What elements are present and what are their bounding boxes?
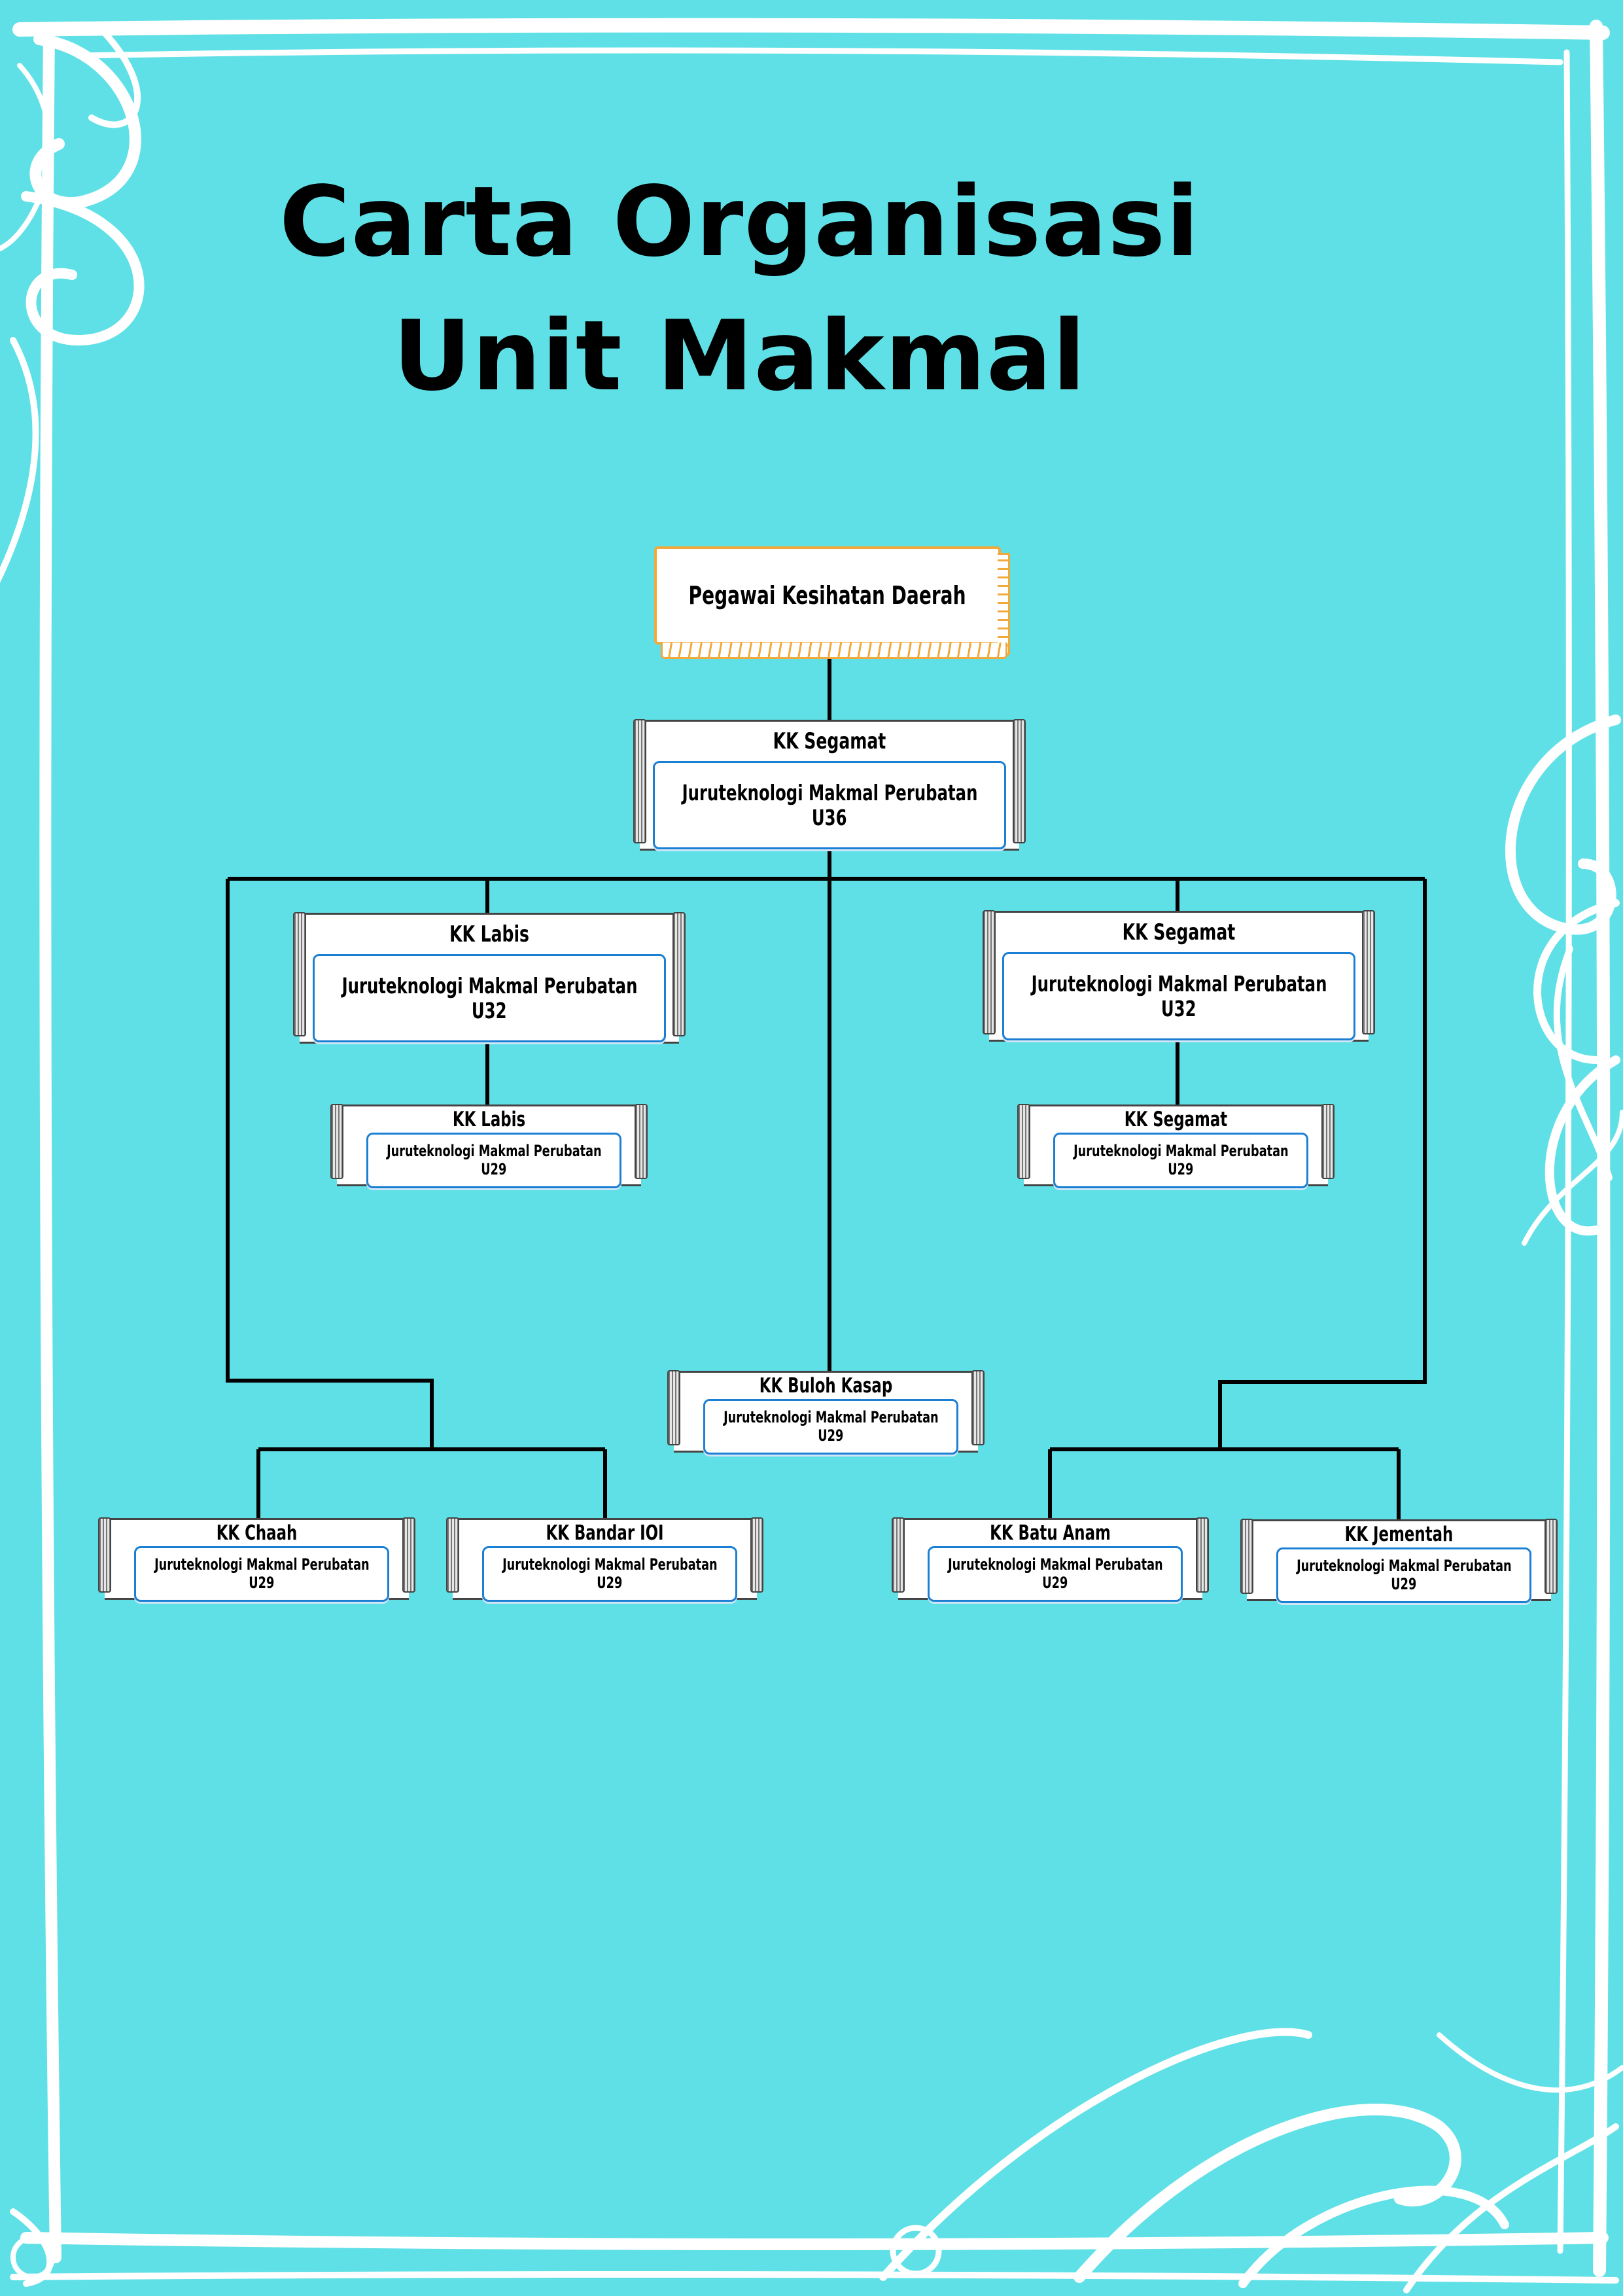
node-segamat-u36: KK Segamat Juruteknologi Makmal Perubata… [633, 719, 1026, 851]
node-location: KK Bandar IOI [546, 1521, 664, 1545]
node-grade: U29 [249, 1573, 275, 1592]
node-jementah: KK Jementah Juruteknologi Makmal Perubat… [1240, 1519, 1558, 1603]
node-role-box: Juruteknologi Makmal Perubatan U29 [1276, 1547, 1531, 1603]
node-location: KK Labis [449, 921, 530, 947]
node-buloh-kasap: KK Buloh Kasap Juruteknologi Makmal Peru… [667, 1370, 985, 1455]
node-location: KK Batu Anam [990, 1521, 1111, 1545]
connector-left-branch [226, 879, 434, 1449]
node-grade: U29 [1168, 1159, 1194, 1178]
node-role: Juruteknologi Makmal Perubatan [1073, 1141, 1289, 1160]
node-role-box: Juruteknologi Makmal Perubatan U32 [1002, 952, 1355, 1040]
node-chaah: KK Chaah Juruteknologi Makmal Perubatan … [98, 1517, 415, 1602]
node-role-box: Juruteknologi Makmal Perubatan U29 [1053, 1133, 1308, 1188]
node-role-box: Juruteknologi Makmal Perubatan U29 [134, 1546, 389, 1602]
node-grade: U29 [818, 1426, 844, 1445]
node-grade: U32 [1161, 995, 1196, 1021]
node-location: KK Segamat [773, 728, 886, 754]
node-role-box: Juruteknologi Makmal Perubatan U29 [366, 1133, 621, 1188]
node-role: Juruteknologi Makmal Perubatan [723, 1407, 939, 1426]
node-location: KK Buloh Kasap [759, 1374, 893, 1398]
node-grade: U29 [1042, 1573, 1068, 1592]
node-location: KK Segamat [1122, 919, 1236, 945]
page-title-line2: Unit Makmal [393, 300, 1087, 412]
node-role-box: Juruteknologi Makmal Perubatan U32 [313, 954, 666, 1042]
node-role: Juruteknologi Makmal Perubatan [154, 1555, 370, 1574]
node-role-box: Juruteknologi Makmal Perubatan U29 [703, 1399, 958, 1455]
node-role: Juruteknologi Makmal Perubatan [947, 1555, 1163, 1574]
node-location: KK Chaah [216, 1521, 298, 1545]
node-role: Juruteknologi Makmal Perubatan [341, 972, 637, 998]
node-role-box: Juruteknologi Makmal Perubatan U29 [928, 1546, 1183, 1602]
node-grade: U29 [1391, 1574, 1417, 1593]
node-batu-anam: KK Batu Anam Juruteknologi Makmal Peruba… [892, 1517, 1209, 1602]
node-role: Juruteknologi Makmal Perubatan [1031, 970, 1327, 997]
node-grade: U29 [481, 1159, 507, 1178]
connector-right-branch [1218, 879, 1427, 1449]
node-role-box: Juruteknologi Makmal Perubatan U36 [653, 761, 1006, 849]
node-grade: U29 [597, 1573, 623, 1592]
node-grade: U36 [812, 804, 847, 830]
node-role: Juruteknologi Makmal Perubatan [1296, 1556, 1512, 1575]
node-labis-u32: KK Labis Juruteknologi Makmal Perubatan … [293, 912, 686, 1044]
node-segamat-u32: KK Segamat Juruteknologi Makmal Perubata… [983, 910, 1375, 1042]
node-role: Juruteknologi Makmal Perubatan [386, 1141, 602, 1160]
node-bandar-ioi: KK Bandar IOI Juruteknologi Makmal Perub… [446, 1517, 763, 1602]
node-label: Pegawai Kesihatan Daerah [688, 581, 967, 610]
node-location: KK Labis [452, 1108, 526, 1131]
node-role: Juruteknologi Makmal Perubatan [502, 1555, 718, 1574]
page-title-line1: Carta Organisasi [279, 166, 1200, 278]
node-grade: U32 [472, 997, 507, 1023]
node-pegawai-kesihatan-daerah: Pegawai Kesihatan Daerah [654, 546, 1010, 659]
node-location: KK Jementah [1344, 1523, 1454, 1546]
node-role-box: Juruteknologi Makmal Perubatan U29 [482, 1546, 737, 1602]
node-segamat-u29: KK Segamat Juruteknologi Makmal Perubata… [1017, 1104, 1335, 1188]
node-role: Juruteknologi Makmal Perubatan [682, 779, 977, 805]
node-labis-u29: KK Labis Juruteknologi Makmal Perubatan … [330, 1104, 648, 1188]
node-location: KK Segamat [1124, 1108, 1228, 1131]
